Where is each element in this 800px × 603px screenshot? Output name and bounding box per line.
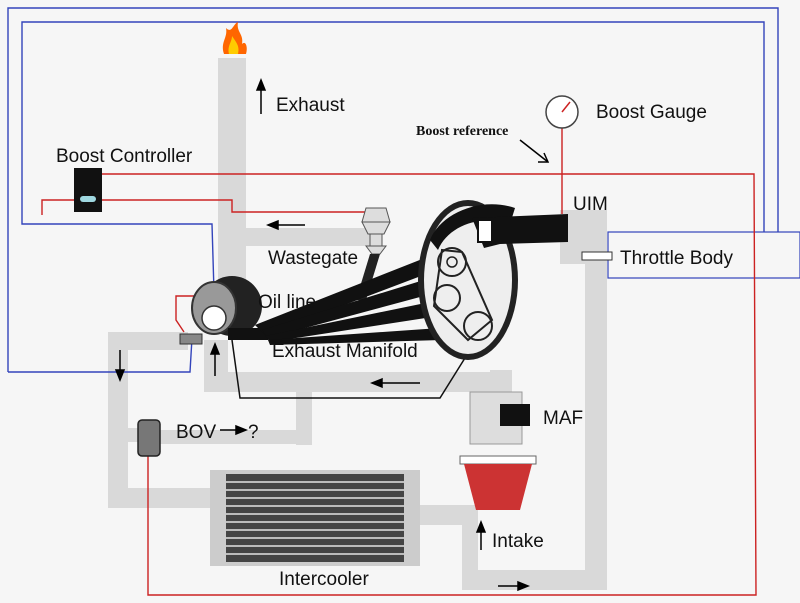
boost-ref-arrow-icon [519, 139, 550, 163]
bov-right-arrow-icon [220, 424, 249, 436]
boost-controller [74, 168, 102, 212]
wastegate-left-arrow-icon [265, 219, 305, 231]
manifold-bottom-line [231, 339, 471, 399]
manifold-left-arrow-icon [369, 377, 420, 389]
throttle-body-outline [607, 231, 800, 279]
label-throttle-body: Throttle Body [620, 248, 733, 269]
intake-filter [459, 455, 537, 510]
left-charge-pipe [108, 332, 128, 507]
label-uim: UIM [573, 194, 608, 215]
charge-riser-pipe [585, 258, 607, 588]
label-boost-reference: Boost reference [416, 124, 508, 139]
label-boost-gauge: Boost Gauge [596, 102, 707, 123]
intercooler-outlet-riser [462, 505, 478, 590]
label-maf: MAF [543, 408, 583, 429]
label-intercooler: Intercooler [279, 569, 369, 590]
exhaust-manifold [255, 252, 450, 345]
exhaust-stack-pipe [218, 58, 246, 288]
manifold-return-pipe [228, 372, 490, 392]
red-vacuum-line [41, 128, 757, 596]
uim [472, 214, 568, 248]
compressor-down-arrow-icon [114, 350, 126, 383]
bov-valve [137, 419, 161, 457]
label-bov-suffix: ? [248, 422, 259, 443]
intake-up-arrow-icon [475, 519, 487, 550]
label-exhaust-manifold: Exhaust Manifold [272, 341, 418, 362]
exhaust-up-arrow-icon [255, 77, 267, 114]
boost-gauge-icon [545, 95, 579, 129]
maf-sensor [469, 391, 530, 445]
turbocharger [179, 276, 268, 345]
bov-outlet-horizontal [160, 430, 310, 444]
bottom-right-arrow-icon [498, 580, 531, 592]
flame-icon [222, 22, 247, 54]
throttle-plate [581, 251, 613, 261]
label-exhaust: Exhaust [276, 95, 345, 116]
wastegate-return-pipe [244, 228, 374, 246]
label-bov: BOV [176, 422, 216, 443]
bov-branch-pipe [128, 428, 140, 442]
turbine-up-arrow-icon [209, 341, 221, 376]
flow-arrows [114, 77, 550, 592]
label-boost-controller: Boost Controller [56, 146, 193, 167]
intercooler-inlet-pipe [108, 488, 220, 508]
label-oil-line: Oil line [258, 292, 316, 313]
intercooler [210, 470, 420, 566]
label-wastegate: Wastegate [268, 248, 358, 269]
bottom-charge-pipe [462, 570, 607, 590]
wastegate-actuator [361, 207, 391, 255]
label-intake: Intake [492, 531, 544, 552]
